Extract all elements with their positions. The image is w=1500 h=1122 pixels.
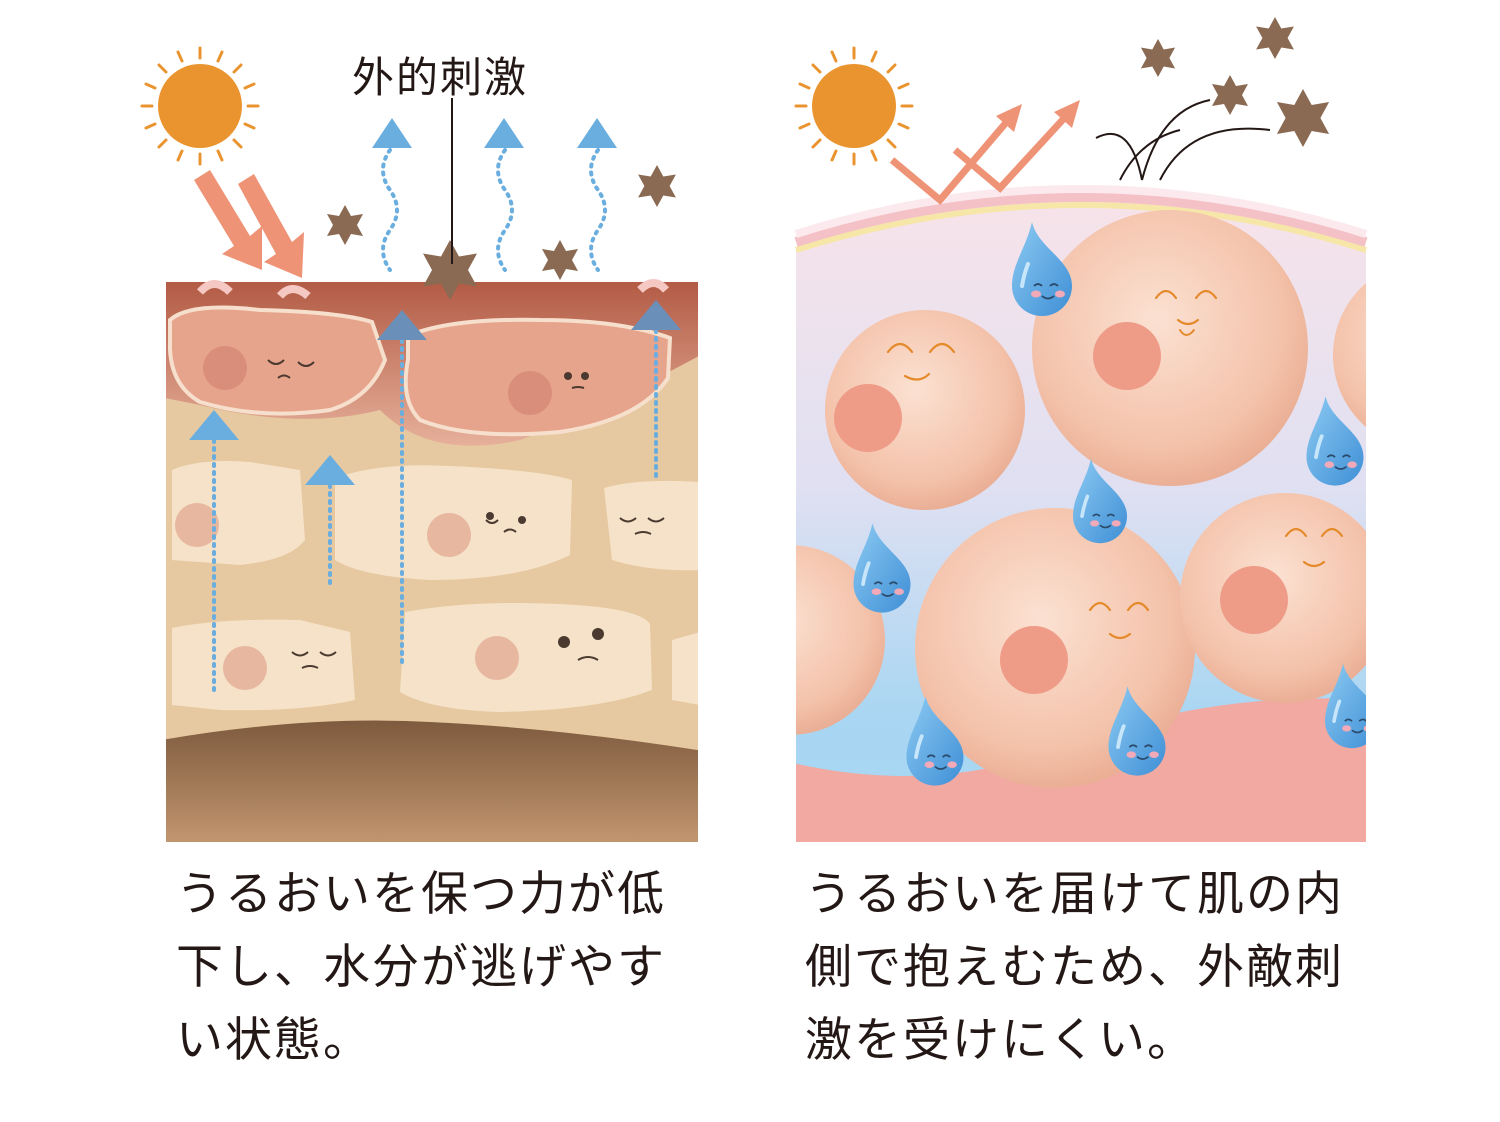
evaporation-arrows	[372, 118, 617, 272]
caption-line: 激を受けにくい。	[805, 1013, 1197, 1068]
caption-line: 側で抱えむため、外敵刺	[805, 940, 1344, 995]
caption-line: い状態。	[176, 1013, 372, 1068]
right-caption: うるおいを届けて肌の内 側で抱えむため、外敵刺 激を受けにくい。	[805, 858, 1365, 1077]
uv-arrows	[194, 170, 304, 278]
left-caption: うるおいを保つ力が低 下し、水分が逃げやす い状態。	[176, 858, 736, 1077]
caption-line: 下し、水分が逃げやす	[176, 940, 666, 995]
reflected-uv-arrows	[889, 111, 1071, 205]
left-panel-art	[140, 46, 698, 842]
caption-line: うるおいを届けて肌の内	[805, 867, 1344, 922]
caption-line: うるおいを保つ力が低	[176, 867, 666, 922]
deflection-lines	[1095, 99, 1271, 181]
external-stimulus-label: 外的刺激	[352, 53, 529, 102]
sun-icon-right	[794, 46, 914, 166]
stimulus-stars-right	[1140, 17, 1330, 147]
sun-icon	[140, 46, 260, 166]
right-panel-art	[794, 17, 1368, 842]
